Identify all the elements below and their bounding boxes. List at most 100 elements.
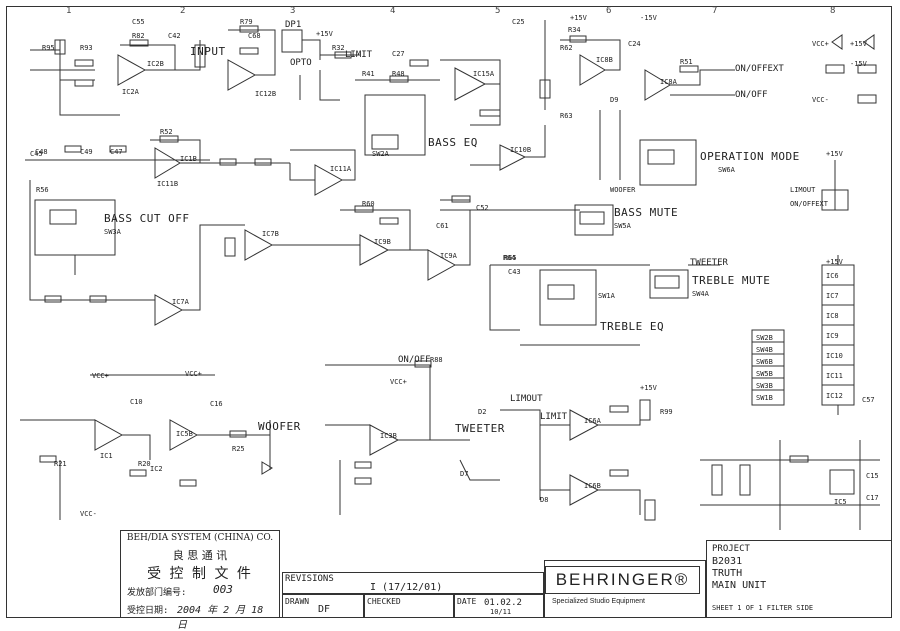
- part-label: R79: [240, 18, 253, 26]
- ic-stack-label: IC6: [826, 272, 839, 280]
- part-label: R93: [80, 44, 93, 52]
- ic-label: IC7A: [172, 298, 189, 306]
- label-sw5a: SW5A: [614, 222, 631, 230]
- part-label: C42: [168, 32, 181, 40]
- label-onoffext: ON/OFFEXT: [735, 64, 784, 74]
- ic-label: IC9B: [374, 238, 391, 246]
- label-treble-eq: TREBLE EQ: [600, 320, 665, 333]
- part-label: R63: [560, 112, 573, 120]
- ic-stack-label: IC7: [826, 292, 839, 300]
- label-treble-mute: TREBLE MUTE: [692, 274, 771, 287]
- checked-label: CHECKED: [367, 597, 401, 606]
- label-onoff-low: ON/OFF: [398, 355, 431, 365]
- label-limout: LIMOUT: [510, 394, 543, 404]
- label-woofer: WOOFER: [258, 420, 301, 433]
- ic-label: IC6A: [584, 417, 601, 425]
- project-name: TRUTH: [712, 568, 743, 579]
- part-label: R82: [132, 32, 145, 40]
- part-label: R32: [332, 44, 345, 52]
- label-sw3a: SW3A: [104, 228, 121, 236]
- part-label: D2: [478, 408, 487, 416]
- date-cell: [454, 594, 544, 618]
- column-marker: 8: [830, 6, 836, 16]
- supply-label: +15V: [640, 384, 657, 392]
- part-label: C17: [866, 494, 879, 502]
- part-label: R95: [42, 44, 55, 52]
- ic-label: IC1B: [180, 155, 197, 163]
- label-input: INPUT: [190, 45, 226, 58]
- ic-label: IC6B: [584, 482, 601, 490]
- supply-label: +15V: [570, 14, 587, 22]
- switch-label: SW1B: [756, 394, 773, 402]
- label-limit: LIMIT: [345, 50, 373, 60]
- side-label: +15V: [826, 258, 843, 266]
- sheet-number: SHEET 1 OF 1 FILTER SIDE: [712, 604, 814, 612]
- column-marker: 6: [606, 6, 612, 16]
- part-label: C47: [110, 148, 123, 156]
- label-onoff: ON/OFF: [735, 90, 768, 100]
- ic-label: IC8A: [660, 78, 677, 86]
- column-marker: 4: [390, 6, 396, 16]
- ic-label: IC5B: [176, 430, 193, 438]
- part-label: R25: [232, 445, 245, 453]
- date-value: 01.02.2: [484, 598, 522, 608]
- side-label: +15V: [850, 40, 867, 48]
- ic-label: IC1: [100, 452, 113, 460]
- switch-label: SW5B: [756, 370, 773, 378]
- label-bass-cut-off: BASS CUT OFF: [104, 212, 190, 225]
- supply-label: VCC+: [185, 370, 202, 378]
- part-label: C57: [862, 396, 875, 404]
- side-label: VCC-: [812, 96, 829, 104]
- label-limit-low: LIMIT: [540, 412, 568, 422]
- project-cell: [706, 540, 892, 618]
- part-label: C48: [35, 148, 48, 156]
- ic-label: IC2A: [122, 88, 139, 96]
- part-label: R99: [660, 408, 673, 416]
- label-sw4a: SW4A: [692, 290, 709, 298]
- part-label: R64: [503, 254, 516, 262]
- part-label: R65: [504, 254, 517, 262]
- label-sw2a: SW2A: [372, 150, 389, 158]
- label-dp1: DP1: [285, 20, 302, 30]
- ic-label: IC12B: [255, 90, 277, 98]
- part-label: C25: [512, 18, 525, 26]
- supply-label: VCC+: [390, 378, 407, 386]
- date-sub: 10/11: [490, 608, 512, 616]
- stamp-doc-no-value: 003: [213, 583, 233, 596]
- part-label: R20: [138, 460, 151, 468]
- part-label: R62: [560, 44, 573, 52]
- ic-label: IC9A: [440, 252, 457, 260]
- part-label: C61: [436, 222, 449, 230]
- revision-value: I (17/12/01): [370, 582, 443, 593]
- label-bass-mute: BASS MUTE: [614, 206, 679, 219]
- part-label: C49: [80, 148, 93, 156]
- ic-label: IC15A: [473, 70, 495, 78]
- column-marker: 7: [712, 6, 718, 16]
- drawn-label: DRAWN: [285, 597, 310, 606]
- column-marker: 2: [180, 6, 186, 16]
- logo-subtitle: Specialized Studio Equipment: [552, 598, 646, 605]
- part-label: C16: [210, 400, 223, 408]
- part-label: D9: [610, 96, 619, 104]
- ic-label: IC7B: [262, 230, 279, 238]
- stamp-date-value: 2004 年 2 月 18 日: [177, 605, 264, 631]
- ic-label: IC2: [150, 465, 163, 473]
- stamp-company: BEH/DIA SYSTEM (CHINA) CO.: [126, 533, 274, 543]
- label-sw6a: SW6A: [718, 166, 735, 174]
- part-label: R41: [362, 70, 375, 78]
- revisions-cell: [282, 572, 544, 594]
- label-woofer-top: WOOFER: [610, 186, 636, 194]
- part-label: C52: [476, 204, 489, 212]
- stamp-line1: 良 思 通 讯: [172, 549, 228, 562]
- drawn-value: DF: [318, 604, 331, 615]
- part-label: R60: [362, 200, 375, 208]
- project-unit: MAIN UNIT: [712, 580, 767, 591]
- logo-cell: [544, 560, 706, 618]
- part-label: R56: [36, 186, 49, 194]
- part-label: R21: [54, 460, 67, 468]
- side-label: LIMOUT: [790, 186, 816, 194]
- part-label: C45: [30, 150, 43, 158]
- label-bass-eq: BASS EQ: [428, 136, 478, 149]
